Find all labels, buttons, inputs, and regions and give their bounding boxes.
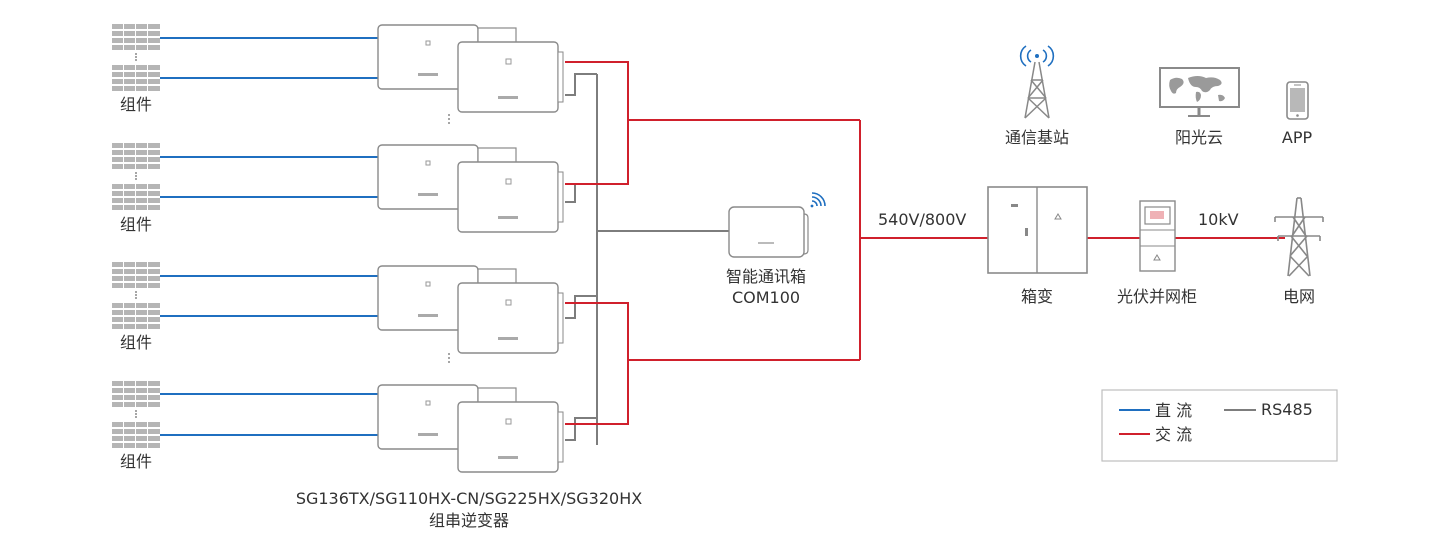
transformer-icon <box>987 186 1088 274</box>
inverter-icon <box>457 41 564 113</box>
solar-panel-icon <box>112 24 160 50</box>
wifi-signal-icon <box>810 192 826 208</box>
inverter-name-label: 组串逆变器 <box>429 511 509 530</box>
solar-panel-icon <box>112 143 160 169</box>
phone-icon <box>1286 81 1309 120</box>
inverter-model-label: SG136TX/SG110HX-CN/SG225HX/SG320HX <box>296 489 642 508</box>
inverter-icon <box>457 161 564 233</box>
solar-panel-icon <box>112 303 160 329</box>
base-station-label: 通信基站 <box>1005 128 1069 147</box>
inverter-group-4 <box>377 384 564 473</box>
app-label: APP <box>1282 128 1313 147</box>
wires <box>160 37 1285 445</box>
legend: 直 流 交 流 RS485 <box>1101 389 1338 462</box>
string-label: 组件 <box>120 95 152 114</box>
rs485-lines <box>565 73 730 445</box>
cabinet-icon <box>1139 200 1176 272</box>
legend-ac-label: 交 流 <box>1155 425 1192 444</box>
mv-voltage-label: 10kV <box>1198 210 1239 229</box>
string-label: 组件 <box>120 452 152 471</box>
ac-lines <box>565 61 1285 425</box>
comm-box-name: 智能通讯箱 <box>726 267 806 286</box>
power-pylon-icon <box>1274 197 1324 277</box>
inverter-group-2 <box>377 144 564 233</box>
comm-box-model: COM100 <box>732 288 800 307</box>
grid-cabinet-label: 光伏并网柜 <box>1117 287 1197 306</box>
grid-label: 电网 <box>1283 287 1315 306</box>
pv-string-group-2: 组件 <box>112 143 160 234</box>
pv-string-group-4: 组件 <box>112 381 160 471</box>
solar-panel-icon <box>112 262 160 288</box>
solar-panel-icon <box>112 65 160 91</box>
legend-dc-label: 直 流 <box>1155 401 1192 420</box>
legend-rs485: RS485 <box>1224 400 1313 419</box>
inverter-group-3 <box>377 265 564 354</box>
solar-panel-icon <box>112 184 160 210</box>
cloud-label: 阳光云 <box>1175 128 1223 147</box>
dc-lines <box>160 37 460 436</box>
legend-dc: 直 流 <box>1119 401 1192 420</box>
pv-string-group-1: 组件 <box>112 24 160 114</box>
legend-rs485-label: RS485 <box>1261 400 1313 419</box>
solar-panel-icon <box>112 381 160 407</box>
monitor-icon <box>1159 67 1240 117</box>
communication-box-icon <box>728 206 809 258</box>
inverter-icon <box>457 401 564 473</box>
ac-voltage-label: 540V/800V <box>878 210 966 229</box>
signal-tower-icon <box>1019 45 1055 119</box>
solar-panel-icon <box>112 422 160 448</box>
transformer-label: 箱变 <box>1021 287 1053 306</box>
string-label: 组件 <box>120 333 152 352</box>
string-label: 组件 <box>120 215 152 234</box>
legend-ac: 交 流 <box>1119 425 1192 444</box>
inverter-icon <box>457 282 564 354</box>
inverter-group-1 <box>377 24 564 113</box>
pv-string-group-3: 组件 <box>112 262 160 352</box>
